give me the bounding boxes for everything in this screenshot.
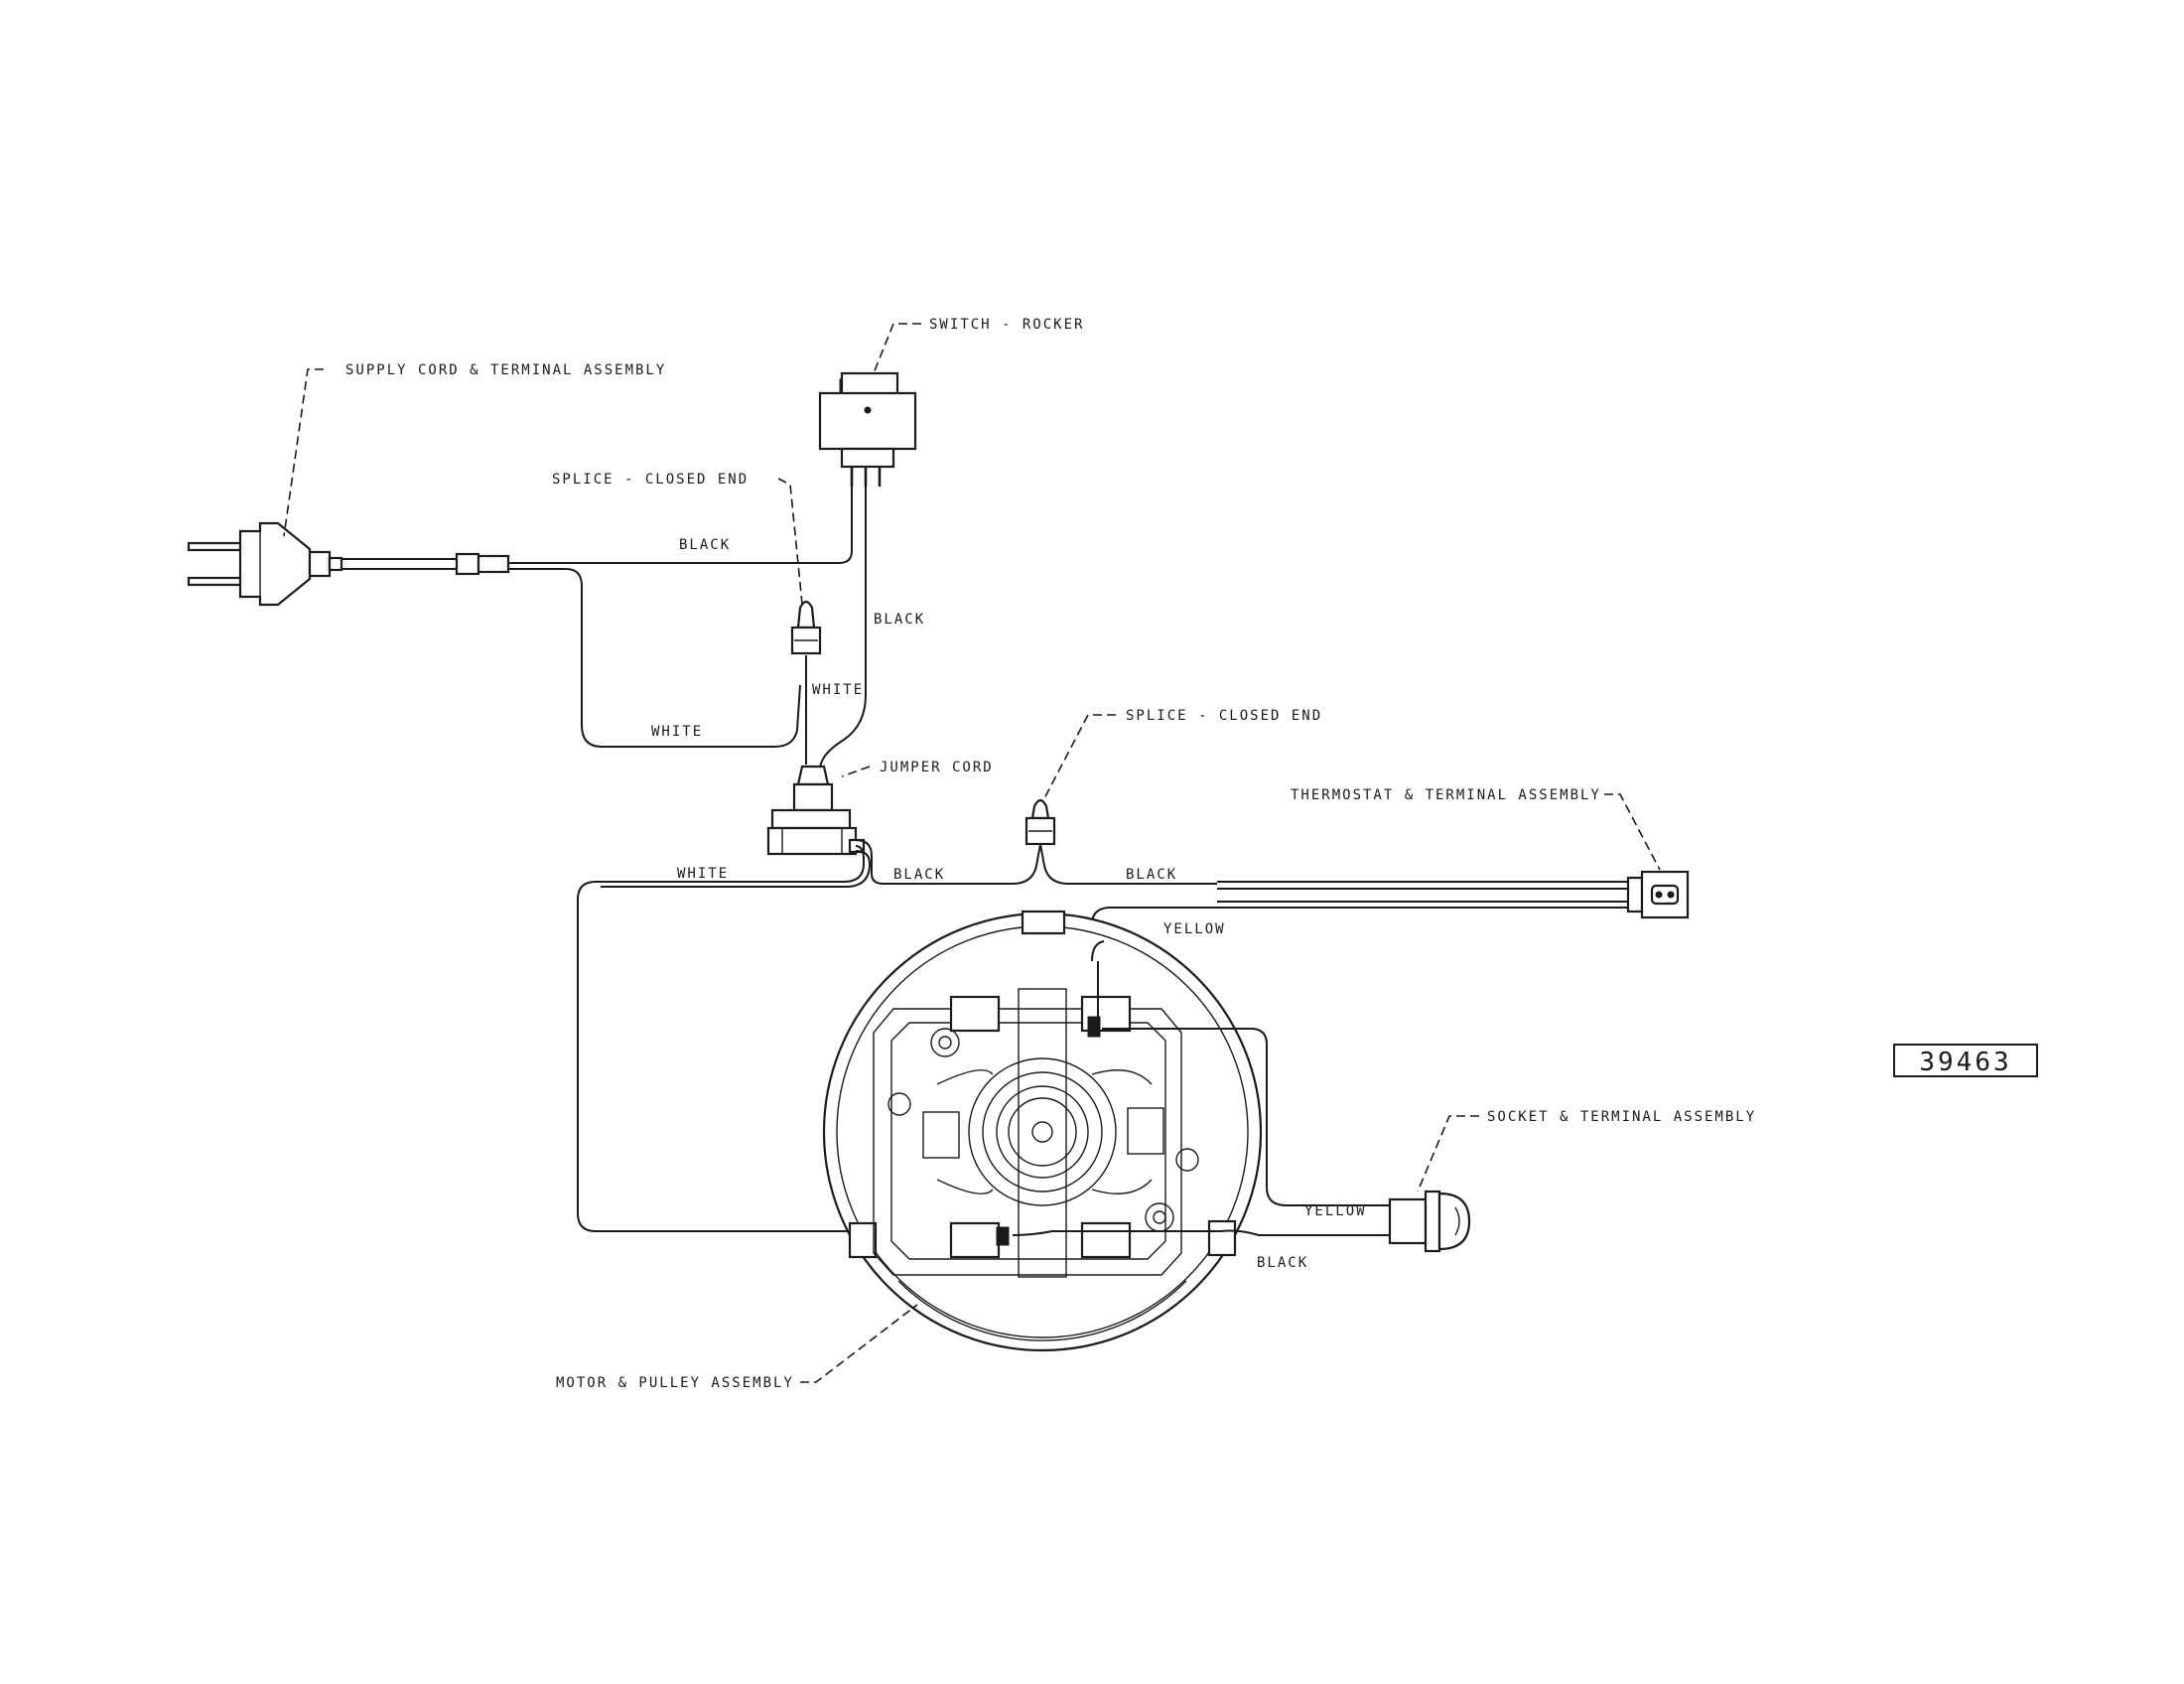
label-splice-right: SPLICE - CLOSED END: [1126, 708, 1322, 724]
label-splice-top: SPLICE - CLOSED END: [552, 472, 749, 488]
label-motor: MOTOR & PULLEY ASSEMBLY: [556, 1375, 794, 1391]
wire-label-black-socket: BLACK: [1257, 1255, 1308, 1271]
socket-terminal: [1388, 1190, 1471, 1253]
wire-label-black-switch: BLACK: [874, 612, 925, 628]
wire-label-black-jumper: BLACK: [893, 867, 945, 883]
wire-label-yellow-socket: YELLOW: [1304, 1203, 1367, 1219]
supply-cord-plug: [187, 521, 510, 607]
splice-top: [790, 600, 822, 655]
thermostat-terminal: [1626, 870, 1690, 919]
wire-label-white-motor: WHITE: [677, 866, 729, 882]
wire-label-black-thermostat: BLACK: [1126, 867, 1177, 883]
wire-label-black-cord: BLACK: [679, 537, 731, 553]
label-socket: SOCKET & TERMINAL ASSEMBLY: [1487, 1109, 1756, 1125]
label-switch: SWITCH - ROCKER: [929, 317, 1084, 333]
reference-number-box: 39463: [1893, 1044, 2038, 1077]
rocker-switch: [818, 371, 917, 487]
label-jumper-cord: JUMPER CORD: [880, 760, 994, 775]
splice-right: [1024, 798, 1056, 846]
wire-label-white-cord: WHITE: [651, 724, 703, 740]
motor-pulley-assembly: [822, 910, 1390, 1352]
wire-label-yellow-thermostat: YELLOW: [1163, 921, 1226, 937]
wire-labels: BLACK BLACK WHITE WHITE WHITE BLACK BLAC…: [651, 537, 1367, 1271]
wire-label-white-splice: WHITE: [812, 682, 864, 698]
cord-wires: [508, 487, 867, 774]
label-supply-cord: SUPPLY CORD & TERMINAL ASSEMBLY: [345, 362, 666, 378]
leader-lines: [283, 323, 1661, 1383]
jumper-cord-connector: [766, 765, 866, 856]
part-labels: SUPPLY CORD & TERMINAL ASSEMBLY SWITCH -…: [345, 317, 1756, 1391]
label-thermostat: THERMOSTAT & TERMINAL ASSEMBLY: [1291, 787, 1601, 803]
reference-number: 39463: [1919, 1048, 2011, 1077]
